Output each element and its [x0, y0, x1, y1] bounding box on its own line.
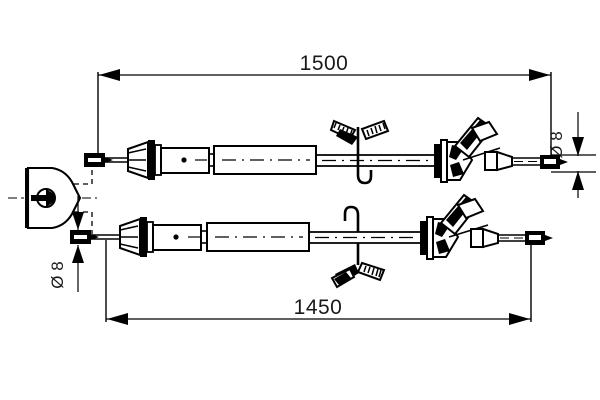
- retaining-clip-lower: [330, 205, 386, 289]
- clip-wing-right-upper: [360, 119, 390, 141]
- arrowhead-right-upper: [529, 69, 550, 81]
- branch-flange-upper: [434, 144, 441, 178]
- dimension-lower-length: 1450: [105, 236, 532, 325]
- dia-arrowhead-bottom-lower: [72, 245, 84, 263]
- inner-housing-lower: [152, 224, 202, 251]
- grommet-collar-lower: [140, 217, 147, 257]
- conical-grommet-upper: [127, 140, 162, 180]
- housing-body-lower: [152, 224, 202, 251]
- nipple-tip-right-lower: [545, 235, 553, 241]
- housing-mark-lower: [173, 234, 179, 240]
- branch-shade-bottom-upper: [450, 162, 464, 177]
- lower-cable-assembly: [70, 193, 553, 289]
- branch-fitting-lower: [420, 193, 489, 260]
- end-nipple-right-lower: [525, 231, 553, 245]
- wire-segment-left-upper: [106, 157, 128, 163]
- inner-housing-upper: [160, 147, 210, 174]
- end-nipple-left-upper: [84, 153, 113, 167]
- dimension-upper-diameter: Ø 8: [547, 112, 596, 198]
- right-cone-lower: [470, 227, 499, 249]
- branch-arm-wire-upper: [462, 147, 501, 161]
- branch-arm-wire-lower: [448, 224, 489, 238]
- right-cone-collar-lower: [470, 228, 484, 248]
- branch-fitting-upper: [434, 116, 501, 183]
- dia-arrowhead-top-lower: [72, 212, 84, 230]
- clip-wing-left-dark-upper: [336, 129, 358, 145]
- grommet-collar-upper: [148, 140, 155, 180]
- bracket-pin: [31, 195, 47, 201]
- wire-segment-right-upper: [512, 157, 540, 166]
- mounting-bracket: [8, 160, 97, 234]
- end-nipple-left-lower: [70, 230, 99, 244]
- branch-shade-bottom-lower: [436, 239, 450, 254]
- retaining-clip-upper: [329, 119, 390, 185]
- diameter-label-lower: Ø 8: [48, 261, 67, 288]
- right-cone-upper: [484, 150, 513, 172]
- branch-arm-tip-upper: [470, 120, 499, 143]
- end-nipple-right-upper: [540, 155, 568, 169]
- conical-grommet-lower: [119, 217, 154, 257]
- nipple-slot-lower: [74, 235, 87, 239]
- nipple-slot-upper: [88, 158, 101, 162]
- main-sleeve-upper: [213, 145, 317, 175]
- arrowhead-right-lower: [509, 313, 530, 325]
- bracket-link-upper: [74, 160, 93, 185]
- right-cone-collar-upper: [484, 151, 498, 171]
- wire-segment-right-lower: [498, 234, 526, 242]
- dimension-label-1450: 1450: [294, 296, 343, 319]
- diameter-label-upper: Ø 8: [547, 131, 566, 158]
- bracket-link-lower: [74, 211, 93, 234]
- cable-run-b-lower: [309, 231, 420, 244]
- main-sleeve-lower: [206, 222, 310, 252]
- dia-arrowhead-bottom-upper: [572, 171, 584, 190]
- nipple-slot-right-upper: [544, 159, 556, 164]
- upper-cable-assembly: [84, 116, 568, 185]
- dimension-upper-length: 1500: [97, 52, 552, 163]
- right-cone-body-lower: [482, 227, 499, 249]
- clip-hook-lower: [343, 205, 360, 232]
- wire-segment-left-lower: [92, 234, 120, 240]
- clip-wing-left-fill-lower: [334, 272, 351, 285]
- cable-run-b-upper: [316, 154, 434, 167]
- bracket-pivot-shading: [46, 189, 54, 207]
- housing-mark-upper: [181, 157, 187, 163]
- nipple-slot-right-lower: [529, 235, 541, 240]
- arrowhead-left-lower: [107, 313, 128, 325]
- branch-arm-tip-lower: [456, 197, 485, 220]
- clip-wing-right-lower: [356, 261, 386, 282]
- dimension-label-1500: 1500: [300, 52, 349, 75]
- clip-hook-upper: [356, 158, 373, 185]
- nipple-tip-right-upper: [560, 159, 568, 165]
- branch-flange-lower: [420, 221, 427, 255]
- dia-arrowhead-top-upper: [572, 137, 584, 156]
- arrowhead-left-upper: [99, 69, 120, 81]
- bracket-body: [26, 166, 82, 230]
- right-cone-body-upper: [496, 150, 513, 172]
